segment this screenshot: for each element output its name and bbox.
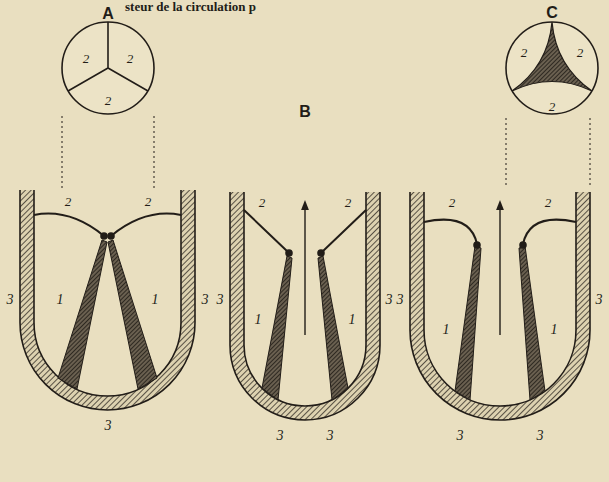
callout-number: 3 — [277, 429, 284, 443]
valve-cusp — [34, 214, 181, 236]
callout-number: 3 — [327, 429, 334, 443]
valve-top-view — [506, 22, 598, 114]
callout-number: 3 — [202, 293, 209, 307]
callout-number: 1 — [152, 293, 159, 307]
callout-number: 1 — [349, 313, 356, 327]
callout-number: 2 — [83, 52, 90, 65]
valve-cord — [108, 240, 157, 389]
callout-number: 2 — [545, 196, 552, 209]
callout-number: 2 — [127, 52, 134, 65]
vessel-outline — [410, 192, 590, 420]
projection-line — [62, 116, 154, 188]
vessel-wall — [20, 190, 195, 410]
flow-arrow — [304, 205, 305, 335]
vessel-lumen — [34, 190, 181, 396]
callout-number: 1 — [551, 323, 558, 337]
valve-cord — [58, 240, 107, 389]
callout-number: 3 — [7, 293, 14, 307]
callout-number: 2 — [65, 195, 72, 208]
cusp-nodule — [318, 250, 324, 256]
vessel-outline — [230, 192, 380, 420]
callout-number: 2 — [577, 46, 584, 59]
vessel-lumen — [244, 192, 366, 406]
valve-cord — [455, 246, 481, 400]
callout-number: 2 — [521, 46, 528, 59]
callout-number: 3 — [217, 293, 224, 307]
valve-cord — [318, 256, 348, 400]
callout-number: 3 — [537, 429, 544, 443]
figure-letter: B — [299, 104, 311, 120]
vessel-wall — [410, 192, 590, 420]
callout-number: 2 — [549, 100, 556, 113]
cusp-nodule — [474, 242, 480, 248]
figure-letter: C — [546, 5, 558, 21]
callout-number: 1 — [255, 313, 262, 327]
valve-top-view — [62, 22, 154, 114]
page-text: steur de la circulation p — [125, 0, 256, 13]
figure-letter: A — [102, 6, 114, 22]
callout-number: 3 — [457, 429, 464, 443]
callout-number: 3 — [397, 293, 404, 307]
valve-cord — [262, 256, 292, 400]
flow-arrow — [499, 205, 500, 335]
callout-number: 3 — [596, 293, 603, 307]
callout-number: 2 — [105, 94, 112, 107]
valve-cord — [519, 246, 545, 400]
vessel-outline — [20, 190, 195, 410]
vessel-wall — [230, 192, 380, 420]
cusp-nodule — [101, 233, 107, 239]
cusp-nodule — [286, 250, 292, 256]
callout-number: 3 — [386, 293, 393, 307]
callout-number: 2 — [449, 196, 456, 209]
callout-number: 2 — [345, 196, 352, 209]
vessel-lumen — [424, 192, 576, 406]
callout-number: 1 — [443, 323, 450, 337]
callout-number: 2 — [145, 195, 152, 208]
projection-line — [506, 118, 590, 188]
cusp-nodule — [520, 242, 526, 248]
cusp-edges — [68, 22, 148, 91]
cusp-nodule — [108, 233, 114, 239]
valve-opening — [512, 22, 592, 91]
callout-number: 3 — [105, 419, 112, 433]
callout-number: 2 — [259, 196, 266, 209]
callout-number: 1 — [57, 293, 64, 307]
